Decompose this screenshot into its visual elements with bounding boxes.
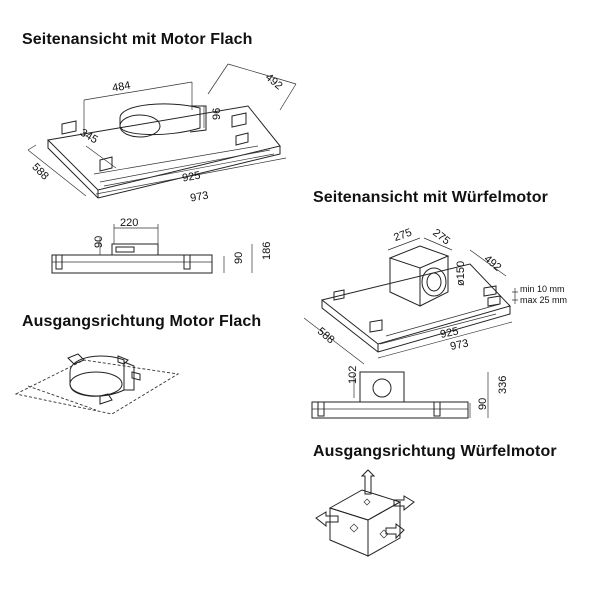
dim-cube-depth: 275 xyxy=(430,227,452,248)
dim-cube-front-total-height: 336 xyxy=(497,376,509,394)
dim-cube-gap-max: max 25 mm xyxy=(520,295,567,305)
title-cube-output-direction: Ausgangsrichtung Würfelmotor xyxy=(313,443,557,460)
dim-flat-front-motor-height: 90 xyxy=(93,236,105,248)
cube-motor-output-diagram xyxy=(315,469,415,557)
dim-flat-depth-top: 492 xyxy=(263,71,285,92)
dim-cube-front-body-height: 90 xyxy=(477,398,489,410)
dim-flat-outer-width: 973 xyxy=(189,190,209,205)
flat-motor-front-view: 220 90 90 186 xyxy=(51,217,273,274)
flat-motor-output-diagram xyxy=(14,353,180,415)
cube-motor-front-view: 102 90 336 xyxy=(311,366,509,419)
cube-motor-isometric: 275 275 ø150 492 min 10 mm max 25 mm 588… xyxy=(303,227,567,365)
dim-flat-inner-width: 925 xyxy=(181,170,201,185)
dim-flat-front-body-height: 90 xyxy=(233,252,245,264)
dim-cube-outer-width: 973 xyxy=(449,337,469,353)
dim-flat-front-total-height: 186 xyxy=(261,242,273,260)
title-cube-side-view: Seitenansicht mit Würfelmotor xyxy=(313,189,548,206)
dim-flat-front-motor-width: 220 xyxy=(120,217,138,229)
dim-flat-motor-depth: 345 xyxy=(78,127,100,147)
dim-flat-outer-depth: 588 xyxy=(29,161,50,182)
dim-cube-inner-width: 925 xyxy=(439,325,459,341)
dim-cube-depth-top: 492 xyxy=(482,253,504,274)
title-flat-output-direction: Ausgangsrichtung Motor Flach xyxy=(22,313,262,330)
dim-cube-front-outlet-height: 102 xyxy=(347,366,359,384)
dim-cube-gap-min: min 10 mm xyxy=(520,284,565,294)
dim-cube-outlet-diameter: ø150 xyxy=(455,261,467,286)
dim-flat-motor-height: 96 xyxy=(211,108,223,120)
dim-flat-motor-width: 484 xyxy=(111,80,131,95)
flat-motor-isometric: 484 492 96 345 925 973 588 xyxy=(27,63,297,205)
title-flat-side-view: Seitenansicht mit Motor Flach xyxy=(22,31,253,48)
dim-cube-width: 275 xyxy=(392,227,413,245)
